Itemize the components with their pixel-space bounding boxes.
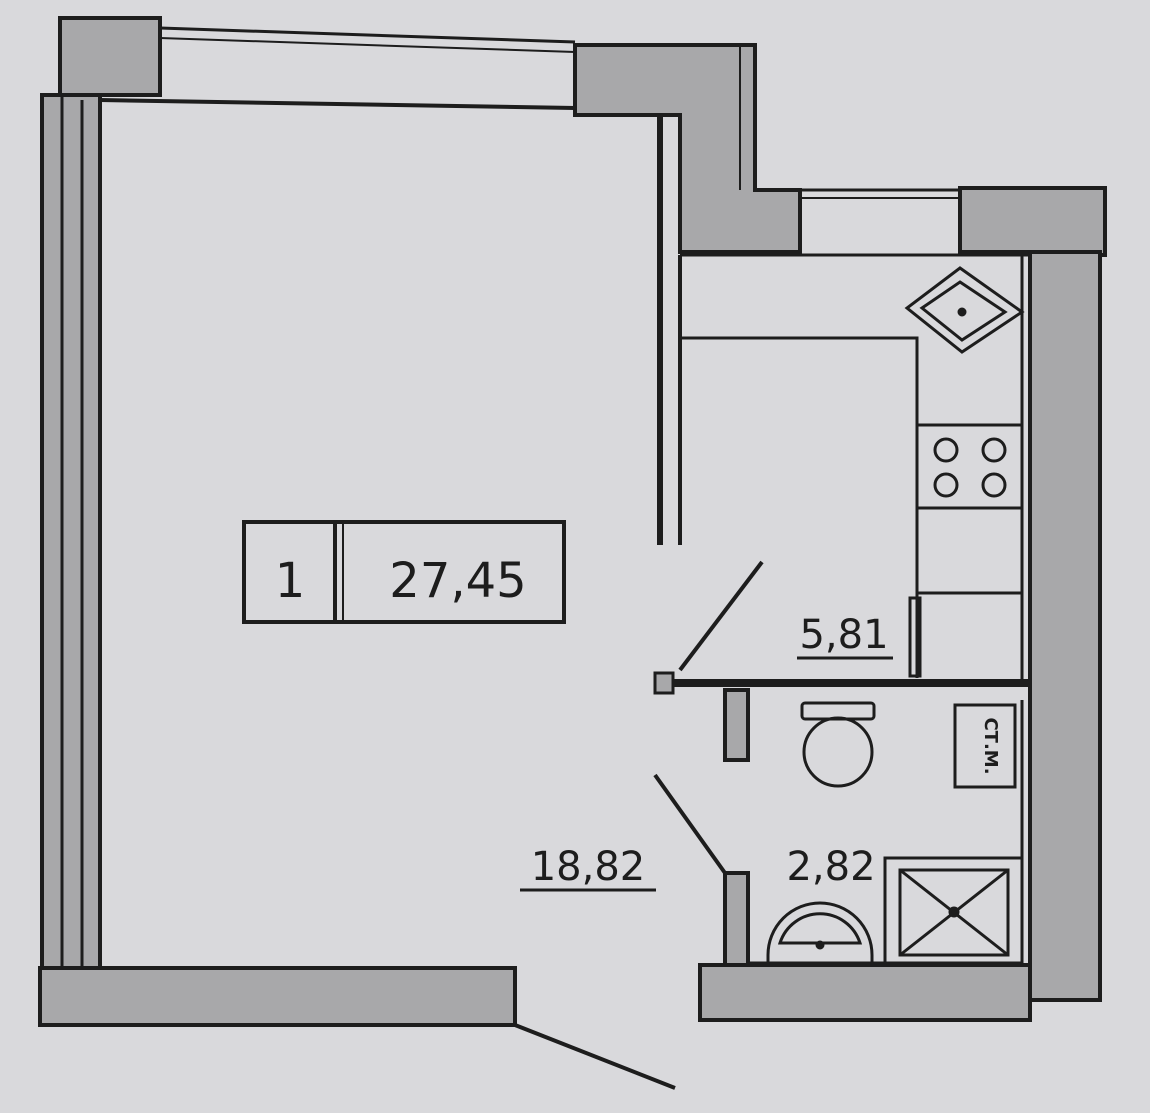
fridge-icon [908,596,922,678]
living-room-area: 18,82 [531,844,646,890]
wall-bottom-left [38,966,517,1027]
wall-left [40,93,102,970]
total-area: 27,45 [389,553,526,609]
bathroom-area: 2,82 [786,844,875,890]
bathroom-door-leaf [653,773,727,875]
apartment-label: 1 27,45 [242,520,566,624]
apartment-label-frame [242,520,566,624]
wall-top-center [573,43,802,254]
living-top-line [99,98,576,110]
glazing-top-2 [159,37,576,53]
wall-bottom-right [698,963,1032,1022]
rooms-count: 1 [275,553,306,609]
partitions [80,26,1102,1000]
partition-end-block [653,671,675,695]
wall-right [1028,250,1102,1002]
stove-icon [933,437,1007,498]
wall-bathroom-left [723,871,750,967]
kitchen-counter-outline [680,336,919,678]
bathroom-fixtures [748,701,1024,965]
entrance-door-leaf [514,1023,676,1090]
bathroom-sink-icon [766,901,874,965]
room-labels: 18,82 5,81 2,82 СТ.М. [520,612,1001,892]
glazing-top-1 [159,26,576,44]
kitchen-sink-icon [904,266,1025,354]
kitchen-fixtures [680,255,1025,683]
kitchen-area: 5,81 [799,612,888,658]
wall-bathroom-upper-stub [723,688,750,762]
wall-top-right [958,186,1107,257]
washing-machine-label: СТ.М. [980,717,1001,774]
shower-tray-icon [883,856,1024,965]
kitchen-door-leaf [678,560,764,672]
washing-machine-box [953,703,1017,789]
wall-top-left [58,16,162,97]
doors [514,560,764,1090]
toilet-icon [800,701,876,788]
